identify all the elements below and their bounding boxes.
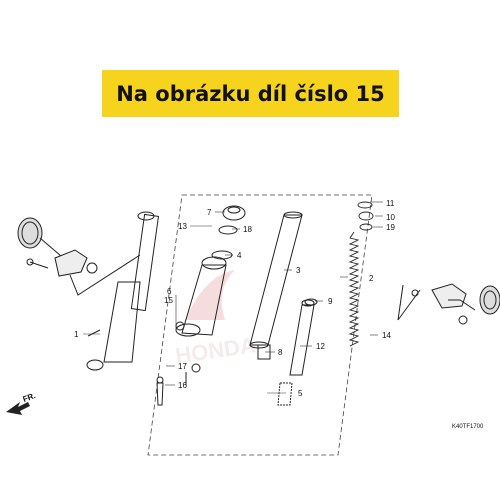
front-direction-arrow: FR. — [6, 391, 37, 415]
fork-spring — [348, 201, 374, 347]
callout-9: 9 — [328, 297, 333, 306]
callout-6: 6 — [167, 287, 172, 296]
leader-lines — [83, 201, 383, 394]
callout-19: 19 — [386, 223, 395, 232]
callout-10: 10 — [386, 213, 395, 222]
callout-4: 4 — [237, 251, 242, 260]
callout-8: 8 — [278, 348, 283, 357]
callout-2: 2 — [369, 274, 374, 283]
callout-17: 17 — [178, 362, 187, 371]
callout-16: 16 — [178, 381, 187, 390]
callout-14: 14 — [382, 331, 391, 340]
callout-3: 3 — [296, 266, 301, 275]
title-banner-text: Na obrázku díl číslo 15 — [116, 81, 385, 106]
callout-13: 13 — [178, 222, 187, 231]
title-banner: Na obrázku díl číslo 15 — [102, 70, 399, 117]
callout-15: 15 — [164, 296, 173, 305]
drawing-code: K40TF1700 — [452, 424, 484, 430]
left-mount-group — [17, 217, 141, 296]
callout-11: 11 — [386, 199, 395, 208]
callout-7: 7 — [207, 208, 212, 217]
front-marker-label: FR. — [22, 391, 37, 404]
callout-12: 12 — [316, 342, 325, 351]
callout-18: 18 — [243, 225, 252, 234]
inner-tube — [249, 211, 303, 349]
inner-fork-leg — [175, 256, 227, 385]
bottom-bolts — [156, 376, 164, 406]
callout-5: 5 — [298, 389, 303, 398]
right-mount-group — [397, 283, 500, 325]
left-fork-leg — [86, 211, 160, 371]
assembly-boundary — [147, 194, 373, 456]
callout-1: 1 — [74, 330, 79, 339]
